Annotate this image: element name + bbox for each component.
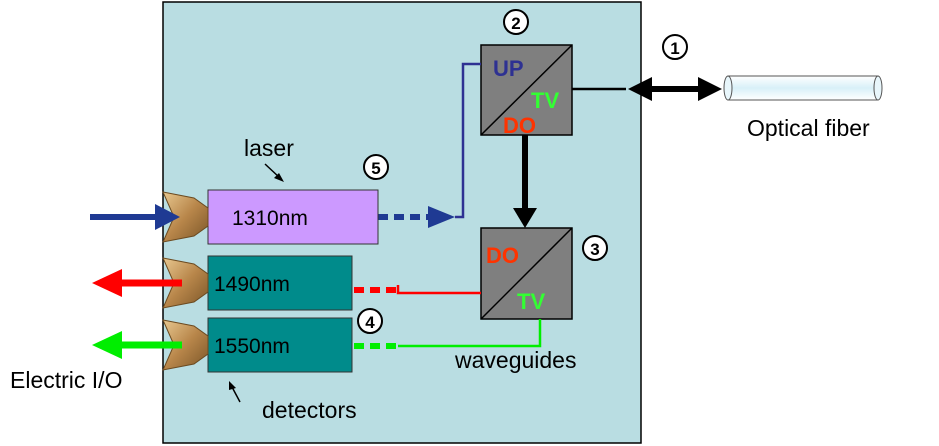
marker-2: 2 [503,9,529,35]
svg-text:2: 2 [511,14,520,33]
detectors-pointer-arrow [229,381,241,403]
svg-text:5: 5 [371,159,380,178]
laser-box [207,189,379,245]
svg-text:1: 1 [670,39,679,58]
splitter-top-tv-label: TV [531,88,559,113]
splitter-bottom [480,227,573,320]
electric-io-label: Electric I/O [10,367,122,393]
output-arrow-green [92,331,182,359]
marker-5: 5 [363,154,389,180]
connector-detector-1550 [162,319,209,371]
splitter-top [480,44,573,136]
splitter-bottom-do-label: DO [486,243,519,268]
bidirectional-arrow [628,77,722,101]
splitter-link-arrow [513,135,537,228]
svg-text:4: 4 [365,313,375,332]
svg-text:3: 3 [590,240,599,259]
detector-box-1550 [207,317,353,373]
laser-waveguide [455,62,481,219]
waveguides-label: waveguides [454,347,576,373]
optical-fiber [723,75,883,101]
output-arrow-red [92,269,182,297]
laser-wavelength-label: 1310nm [232,207,308,230]
splitter-top-up-label: UP [493,56,524,81]
input-arrow-blue [90,204,180,230]
laser-pointer-arrow [264,163,284,182]
detector-1550-label: 1550nm [214,335,290,358]
laser-label: laser [244,135,294,161]
detector-1490-label: 1490nm [214,273,290,296]
connector-detector-1490 [162,257,209,309]
optical-fiber-label: Optical fiber [747,115,870,141]
connector-laser [162,191,209,243]
green-waveguide [398,319,542,348]
laser-output-arrow [362,206,455,228]
marker-3: 3 [582,235,608,261]
splitter-top-do-label: DO [503,113,536,138]
splitter-bottom-tv-label: TV [517,289,545,314]
detector-box-1490 [207,255,353,311]
detectors-label: detectors [262,397,357,423]
red-waveguide [396,285,481,295]
marker-1: 1 [662,34,688,60]
marker-4: 4 [357,308,383,334]
